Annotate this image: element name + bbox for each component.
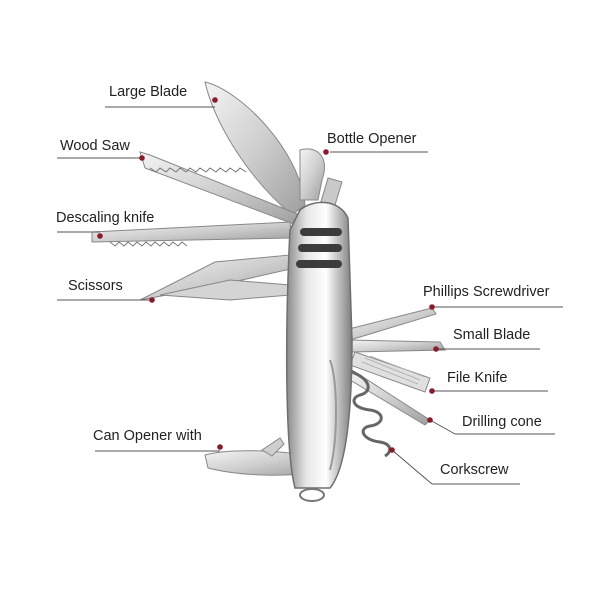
label-file-knife: File Knife [447,370,507,386]
label-small-blade: Small Blade [453,327,530,343]
label-wood-saw: Wood Saw [60,138,130,154]
label-can-opener: Can Opener with [93,428,202,444]
phillips-screwdriver-shape [345,308,436,340]
label-drilling-cone: Drilling cone [462,414,542,430]
label-large-blade: Large Blade [109,84,187,100]
label-phillips-screwdriver: Phillips Screwdriver [423,284,550,300]
label-descaling-knife: Descaling knife [56,210,154,226]
label-bottle-opener: Bottle Opener [327,131,416,147]
label-scissors: Scissors [68,278,123,294]
bottle-opener-shape [300,149,325,200]
small-blade-shape [350,340,445,352]
label-corkscrew: Corkscrew [440,462,508,478]
